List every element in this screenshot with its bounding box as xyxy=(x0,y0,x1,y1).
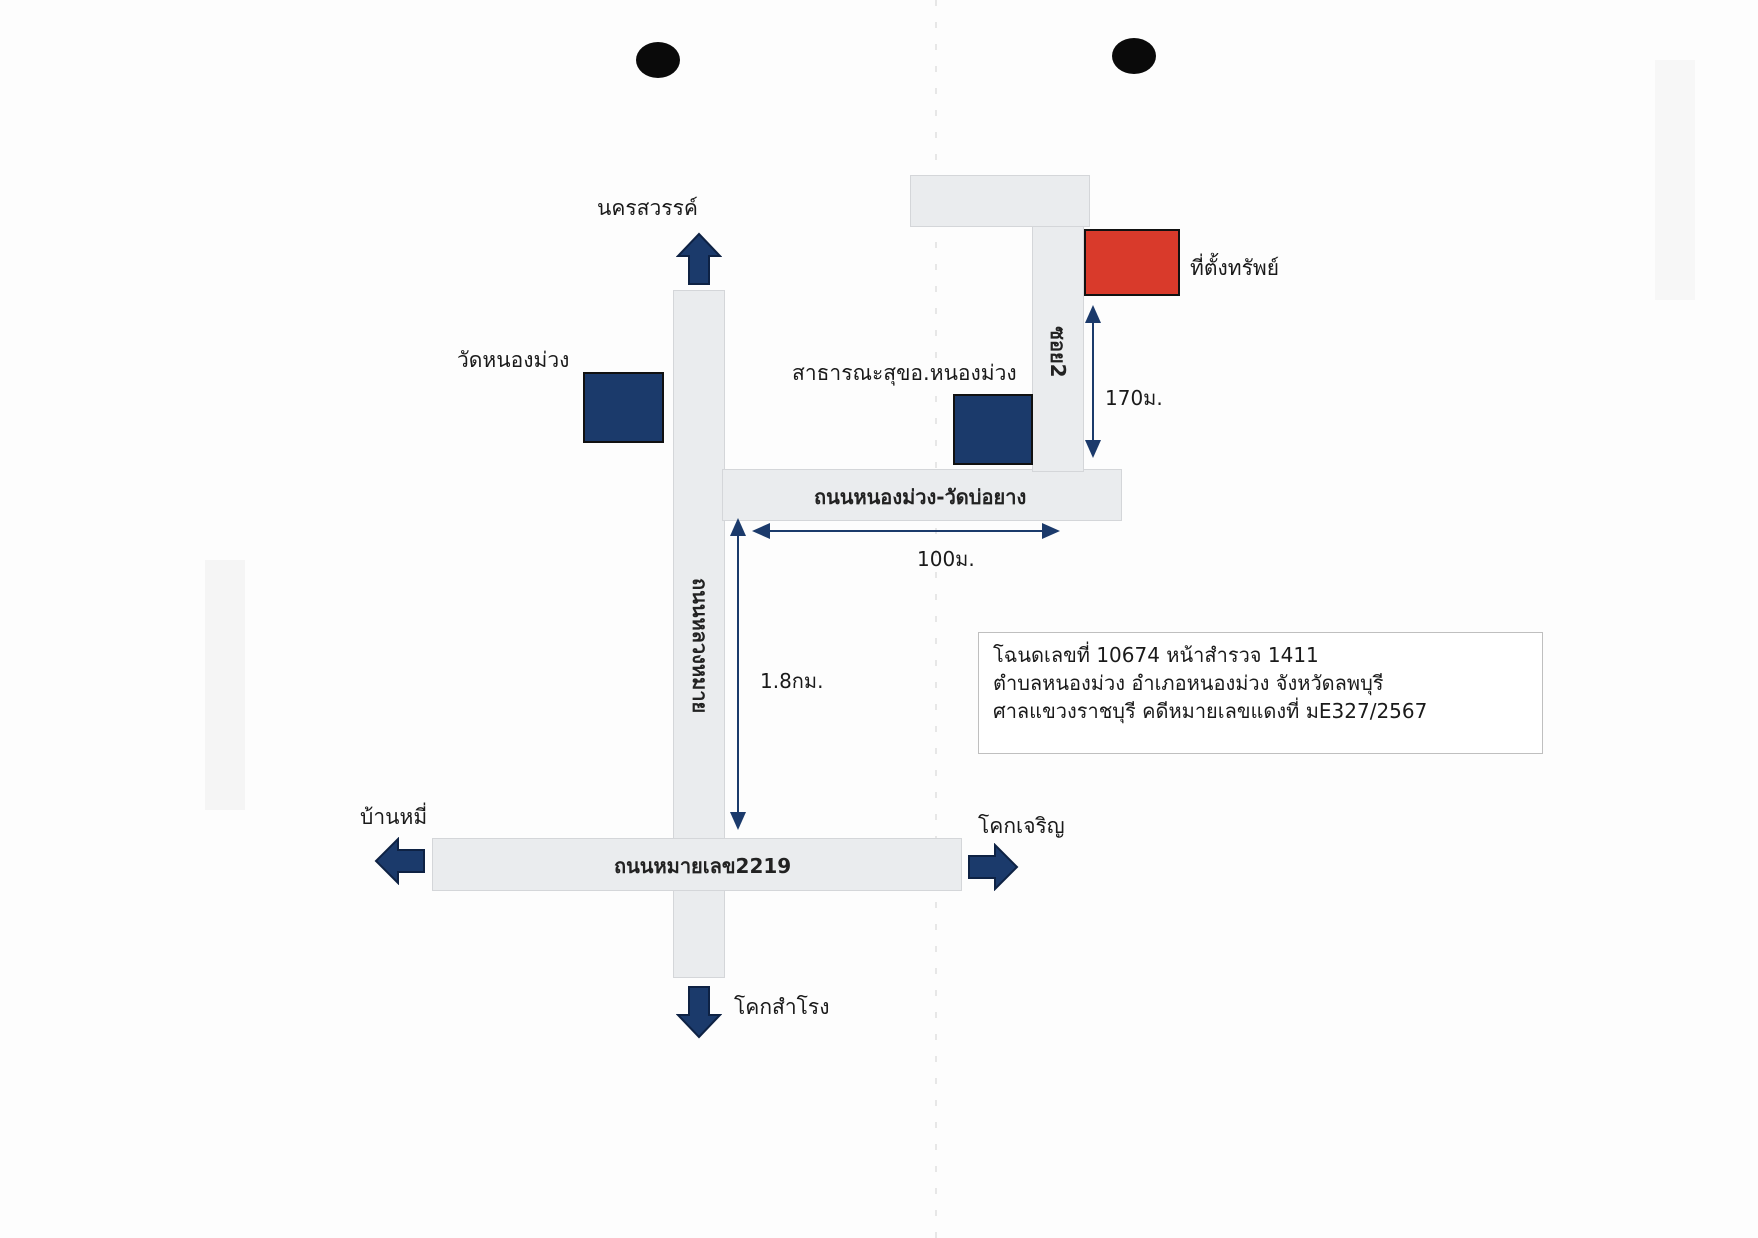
distance-label-soi: 170ม. xyxy=(1105,386,1163,410)
road-soi-top xyxy=(910,175,1090,227)
direction-label-north: นครสวรรค์ xyxy=(597,196,698,220)
arrow-up-icon xyxy=(676,232,722,285)
arrow-down-icon xyxy=(676,986,722,1039)
distance-label-vertical: 1.8กม. xyxy=(760,669,824,693)
direction-label-east: โคกเจริญ xyxy=(978,814,1065,838)
deed-info-line-3: ศาลแขวงราชบุรี คดีหมายเลขแดงที่ มE327/25… xyxy=(993,699,1428,723)
direction-label-west: บ้านหมี่ xyxy=(360,805,428,829)
arrow-left-icon xyxy=(374,837,425,885)
property-label: ที่ตั้งทรัพย์ xyxy=(1190,256,1280,280)
temple-label: วัดหนองม่วง xyxy=(457,348,570,372)
health-office-marker xyxy=(953,394,1033,465)
arrow-right-icon xyxy=(968,843,1019,891)
temple-marker xyxy=(583,372,664,443)
punch-hole-left xyxy=(636,42,680,78)
road-main-horizontal xyxy=(432,838,962,891)
scan-fold-line xyxy=(935,0,937,1238)
scan-speckle xyxy=(1655,60,1695,300)
punch-hole-right xyxy=(1112,38,1156,74)
scan-speckle xyxy=(205,560,245,810)
direction-label-south: โคกสำโรง xyxy=(734,995,830,1019)
road-soi-vertical xyxy=(1032,222,1084,472)
road-branch xyxy=(722,469,1122,521)
health-office-label: สาธารณะสุขอ.หนองม่วง xyxy=(792,361,1017,385)
property-marker xyxy=(1084,229,1180,296)
road-label-main-horizontal: ถนนหมายเลข2219 xyxy=(614,854,792,878)
distance-label-branch: 100ม. xyxy=(917,547,975,571)
deed-info-box: โฉนดเลขที่ 10674 หน้าสำรวจ 1411 ตำบลหนอง… xyxy=(978,632,1543,754)
road-label-branch: ถนนหนองม่วง-วัดบ่อยาง xyxy=(814,485,1027,509)
deed-info-line-1: โฉนดเลขที่ 10674 หน้าสำรวจ 1411 xyxy=(993,643,1319,667)
deed-info-line-2: ตำบลหนองม่วง อำเภอหนองม่วง จังหวัดลพบุรี xyxy=(993,671,1384,695)
